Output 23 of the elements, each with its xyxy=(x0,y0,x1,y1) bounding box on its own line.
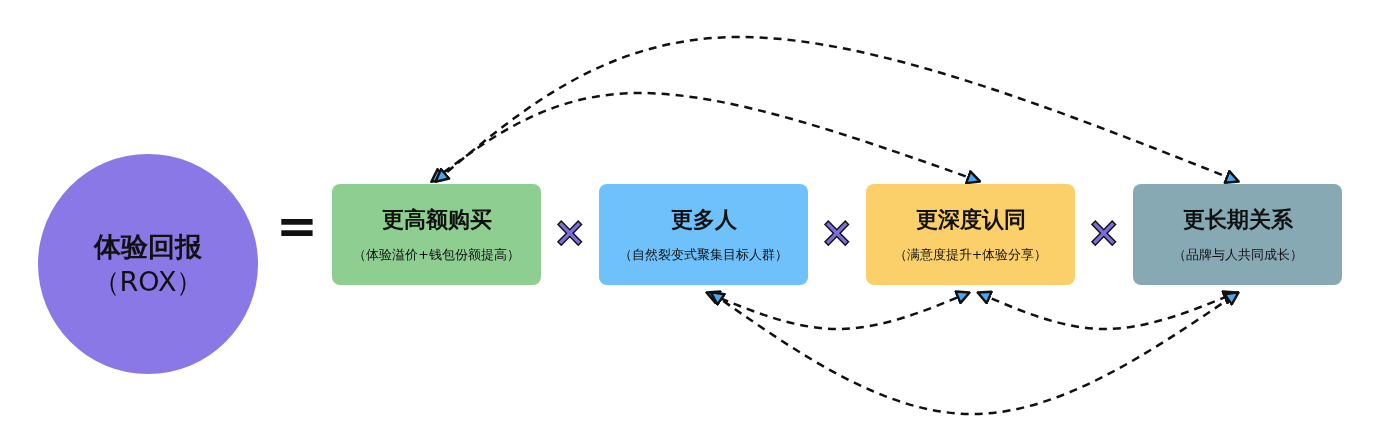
node-title: 更深度认同 xyxy=(915,206,1026,234)
rounded-box xyxy=(332,184,541,285)
dashed-arrow xyxy=(430,91,982,185)
rounded-box xyxy=(599,184,808,285)
dashed-arrow xyxy=(705,290,971,331)
equals-sign: = xyxy=(276,201,318,251)
node-subtitle: （满意度提升+体验分享） xyxy=(893,247,1048,264)
node-subtitle: （自然裂变式聚集目标人群） xyxy=(619,247,788,264)
rounded-box xyxy=(1133,184,1342,285)
node-title: 更长期关系 xyxy=(1182,206,1293,234)
node-title: 体验回报 xyxy=(94,229,202,264)
node-title: 更多人 xyxy=(670,206,737,234)
multiply-sign: × xyxy=(820,212,854,252)
rounded-box xyxy=(866,184,1075,285)
multiply-sign: × xyxy=(1087,212,1121,252)
node-subtitle: （品牌与人共同成长） xyxy=(1172,247,1303,264)
node-title: 更高额购买 xyxy=(381,206,492,234)
multiply-sign: × xyxy=(553,212,587,252)
dashed-arrow xyxy=(434,35,1240,184)
node-subtitle: （ROX） xyxy=(92,265,204,299)
node-subtitle: （体验溢价+钱包份额提高） xyxy=(353,247,520,264)
dashed-arrow xyxy=(709,291,1240,416)
dashed-arrow xyxy=(976,290,1238,331)
